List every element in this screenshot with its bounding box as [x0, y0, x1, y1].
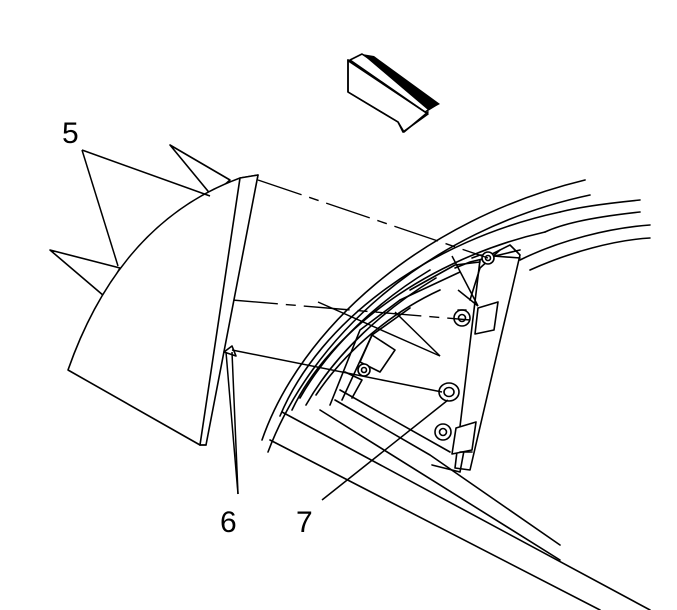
mounting-grommet-7: [438, 382, 460, 402]
leader-lines: [81, 149, 479, 501]
callout-label-7: 7: [296, 506, 313, 539]
door-frame: [261, 179, 651, 610]
direction-arrow-icon: [347, 53, 440, 133]
callout-label-5: 5: [62, 117, 79, 150]
alignment-dashes: [231, 179, 489, 321]
mounting-nut-left: [357, 363, 371, 377]
mirror-cover: [49, 144, 259, 446]
mounting-nut-upper: [453, 309, 471, 327]
callout-label-6: 6: [220, 506, 237, 539]
mirror-mounting-plate: [329, 244, 521, 473]
mounting-nut-lower: [434, 423, 452, 441]
